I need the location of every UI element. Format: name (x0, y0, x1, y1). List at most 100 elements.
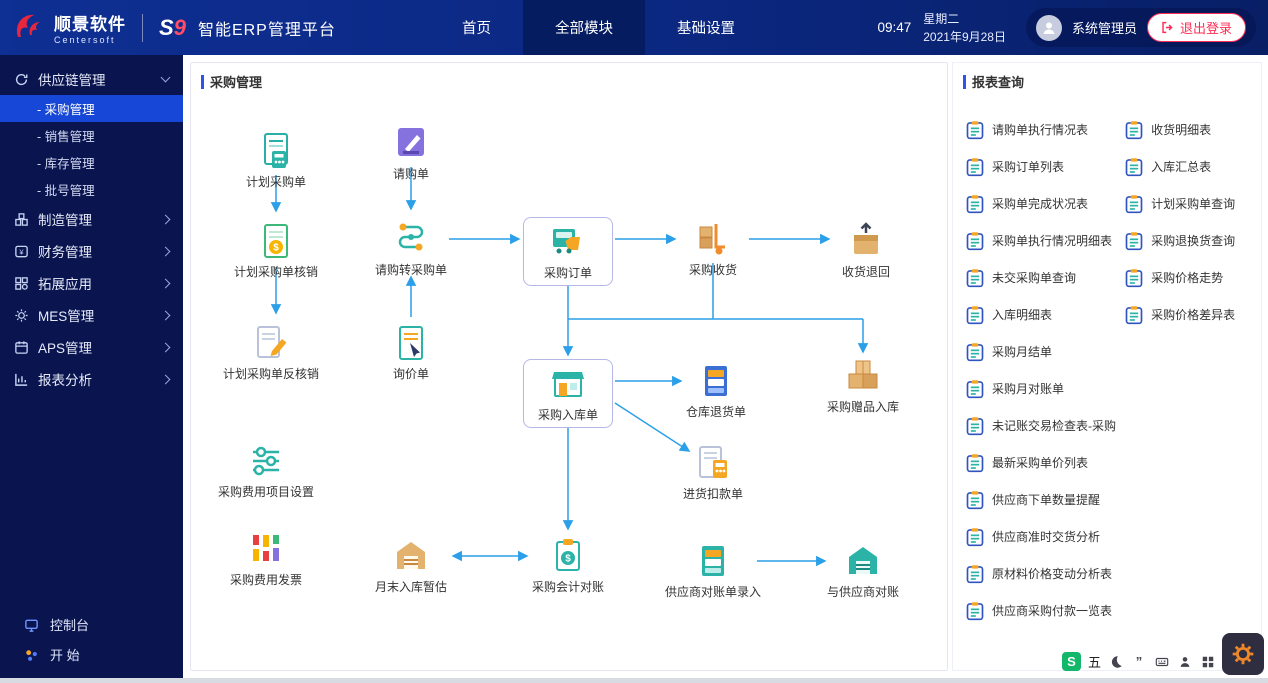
flow-node-plan-po-unwriteoff[interactable]: 计划采购单反核销 (216, 323, 326, 382)
flow-node-label: 与供应商对账 (826, 585, 899, 599)
report-item[interactable]: 供应商准时交货分析 (965, 518, 1124, 555)
report-item[interactable]: 采购价格走势 (1124, 259, 1257, 296)
supply-chain-icon (14, 72, 29, 87)
report-icon (965, 490, 985, 510)
flow-node-plan-po[interactable]: 计划采购单 (221, 131, 331, 190)
sidebar-section-label: 报表分析 (38, 373, 92, 388)
sidebar-section[interactable]: 制造管理 (0, 203, 183, 235)
trolley-icon (693, 219, 733, 259)
nav-item[interactable]: 首页 (462, 21, 491, 37)
moon-icon[interactable] (1108, 654, 1124, 670)
flow-node-label: 计划采购单核销 (233, 265, 318, 279)
report-label: 未交采购单查询 (992, 271, 1077, 285)
flow-node-supplier-reconcile[interactable]: 与供应商对账 (808, 541, 918, 600)
report-icon (1124, 194, 1144, 214)
report-item[interactable]: 采购月结单 (965, 333, 1124, 370)
report-item[interactable]: 未交采购单查询 (965, 259, 1124, 296)
report-item[interactable]: 入库明细表 (965, 296, 1124, 333)
flow-node-expense-setup[interactable]: 采购费用项目设置 (211, 441, 321, 500)
report-item[interactable]: 采购单完成状况表 (965, 185, 1124, 222)
grid-icon[interactable] (1200, 654, 1216, 670)
nav-item[interactable]: 基础设置 (677, 21, 735, 37)
report-item[interactable]: 采购退换货查询 (1124, 222, 1257, 259)
report-label: 入库明细表 (992, 308, 1053, 322)
report-item[interactable]: 原材料价格变动分析表 (965, 555, 1124, 592)
report-item[interactable]: 采购月对账单 (965, 370, 1124, 407)
sidebar-section[interactable]: ¥财务管理 (0, 235, 183, 267)
report-label: 采购月对账单 (992, 382, 1065, 396)
flow-node-plan-po-writeoff[interactable]: $计划采购单核销 (221, 221, 331, 280)
settings-gear-tile[interactable] (1222, 633, 1264, 675)
chevron-right-icon (160, 374, 171, 384)
report-item[interactable]: 收货明细表 (1124, 111, 1257, 148)
system-tray: S 五 ” (1061, 652, 1216, 671)
sidebar-section[interactable]: 供应链管理 (0, 63, 183, 95)
sidebar-section[interactable]: MES管理 (0, 299, 183, 331)
nav-item[interactable]: 全部模块 (523, 0, 645, 55)
sidebar-section[interactable]: 报表分析 (0, 363, 183, 395)
comma-icon[interactable]: ” (1135, 654, 1143, 669)
ime-mode[interactable]: 五 (1087, 655, 1101, 670)
clock: 09:47 星期二 2021年9月28日 (877, 10, 1006, 46)
ime-badge[interactable]: S (1061, 652, 1081, 671)
chart-icon (14, 372, 29, 387)
flow-node-inquiry[interactable]: 询价单 (356, 323, 466, 382)
report-label: 采购订单列表 (992, 160, 1065, 174)
flow-node-req-to-po[interactable]: 请购转采购单 (356, 219, 466, 278)
flow-node-po[interactable]: 采购订单 (523, 217, 613, 286)
report-item[interactable]: 未记账交易检查表-采购 (965, 407, 1124, 444)
report-icon (965, 379, 985, 399)
flow-node-receiving[interactable]: 采购收货 (658, 219, 768, 278)
report-icon (1124, 231, 1144, 251)
sidebar-section[interactable]: 拓展应用 (0, 267, 183, 299)
sidebar-item[interactable]: - 销售管理 (37, 130, 95, 144)
flow-node-expense-invoice[interactable]: 采购费用发票 (211, 529, 321, 588)
main-content: 采购管理 计划采购单请购单$计划采购单核销请购转采购单采购订单采购收货收货退回计… (183, 55, 1268, 683)
flow-node-label: 采购赠品入库 (826, 400, 899, 414)
top-header: 顺景软件 Centersoft S9 智能ERP管理平台 首页全部模块基础设置 … (0, 0, 1268, 55)
flow-node-gift-inbound[interactable]: 采购赠品入库 (808, 356, 918, 415)
report-item[interactable]: 请购单执行情况表 (965, 111, 1124, 148)
flow-node-label: 采购入库单 (537, 408, 598, 422)
sidebar-footer-item[interactable]: 开 始 (0, 639, 183, 669)
report-label: 未记账交易检查表-采购 (992, 419, 1116, 433)
sidebar-footer-item[interactable]: 控制台 (0, 609, 183, 639)
boxes-icon (843, 356, 883, 396)
keyboard-icon[interactable] (1154, 654, 1170, 670)
sidebar-section[interactable]: APS管理 (0, 331, 183, 363)
flow-node-warehouse-return[interactable]: 仓库退货单 (661, 361, 771, 420)
report-item[interactable]: 采购价格差异表 (1124, 296, 1257, 333)
sidebar-item[interactable]: - 采购管理 (0, 95, 183, 122)
person-icon[interactable] (1177, 654, 1193, 670)
report-icon (965, 601, 985, 621)
logout-button[interactable]: 退出登录 (1146, 13, 1246, 42)
flow-node-purchase-deduction[interactable]: 进货扣款单 (658, 443, 768, 502)
report-icon (965, 231, 985, 251)
report-item[interactable]: 供应商下单数量提醒 (965, 481, 1124, 518)
sidebar-section-label: 拓展应用 (38, 277, 92, 292)
report-item[interactable]: 供应商采购付款一览表 (965, 592, 1124, 629)
flow-node-po-inbound[interactable]: 采购入库单 (523, 359, 613, 428)
flow-panel-title: 采购管理 (201, 72, 262, 91)
flow-node-label: 采购收货 (688, 263, 737, 277)
report-item[interactable]: 计划采购单查询 (1124, 185, 1257, 222)
sidebar-item[interactable]: - 批号管理 (37, 184, 95, 198)
report-item[interactable]: 采购单执行情况明细表 (965, 222, 1124, 259)
route-icon (391, 219, 431, 259)
report-item[interactable]: 采购订单列表 (965, 148, 1124, 185)
report-icon (965, 564, 985, 584)
report-item[interactable]: 最新采购单价列表 (965, 444, 1124, 481)
flow-node-purchase-reconcile[interactable]: $采购会计对账 (513, 536, 623, 595)
report-item[interactable]: 入库汇总表 (1124, 148, 1257, 185)
sidebar-section-label: APS管理 (38, 341, 93, 356)
report-icon (965, 157, 985, 177)
flow-node-requisition[interactable]: 请购单 (356, 123, 466, 182)
sidebar-item[interactable]: - 库存管理 (37, 157, 95, 171)
report-icon (965, 305, 985, 325)
flow-node-receive-return[interactable]: 收货退回 (811, 221, 921, 280)
flow-node-monthend-estimate[interactable]: 月末入库暂估 (356, 536, 466, 595)
flow-node-supplier-statement[interactable]: 供应商对账单录入 (658, 541, 768, 600)
weekday: 星期二 (923, 11, 960, 26)
store-icon (548, 364, 588, 404)
